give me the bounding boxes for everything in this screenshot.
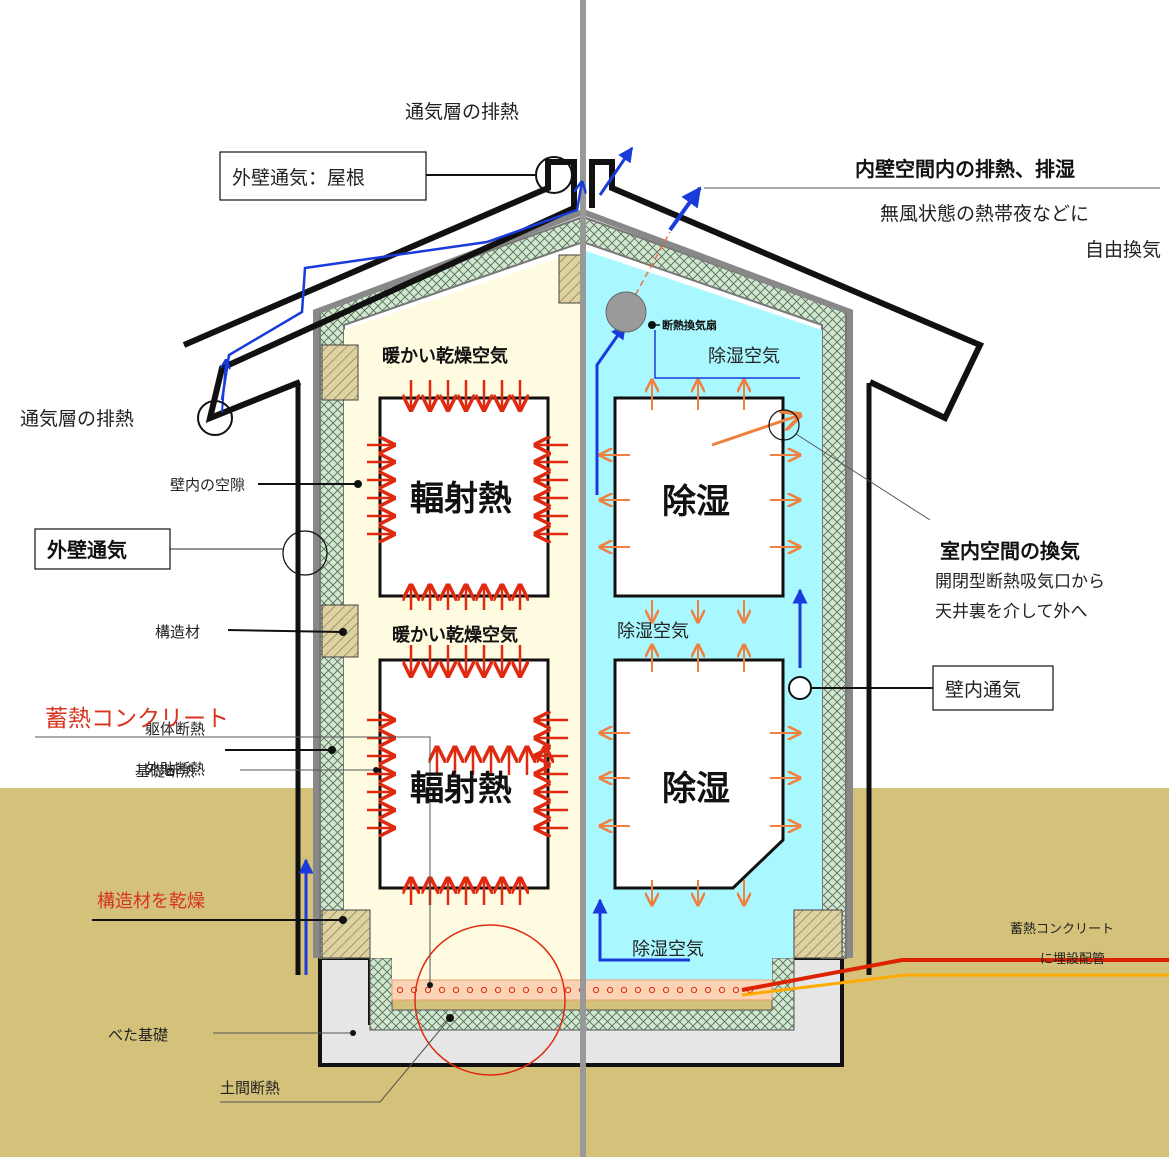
- label-vent-exhaust-left: 通気層の排熱: [20, 408, 134, 430]
- callout-wall-vent: [788, 676, 812, 700]
- dehum-arrows: [600, 380, 800, 905]
- label-heat-concrete: 蓄熱コンクリート: [45, 706, 229, 732]
- callout-eave: [197, 400, 233, 436]
- label-outer-vent: 外壁通気: [47, 538, 127, 562]
- roof-right: [589, 159, 985, 423]
- leader-earth-floor-insulation: [220, 1014, 454, 1103]
- heat-focus-circle: [414, 924, 566, 1076]
- label-dehum-air-3: 除湿空気: [632, 939, 704, 960]
- pipe-circle: [704, 986, 712, 994]
- label-pipe-note1: 蓄熱コンクリート: [1010, 922, 1114, 937]
- label-room-vent-sub2: 天井裏を介して外へ: [935, 601, 1088, 622]
- label-earth-floor-insulation: 土間断熱: [220, 1079, 280, 1097]
- label-dehum-2: 除湿: [662, 769, 730, 809]
- inner-exhaust-arrow: [668, 186, 702, 232]
- vent-flow-ridge: [598, 146, 634, 196]
- structure-member: [558, 254, 584, 304]
- label-dehum-1: 除湿: [662, 482, 730, 522]
- label-radiant-heat-1: 輻射熱: [410, 479, 512, 519]
- fan-return-flow: [654, 330, 800, 379]
- pipe-circle: [648, 986, 656, 994]
- pipe-red: [741, 958, 1169, 992]
- label-structure: 構造材: [155, 623, 200, 641]
- label-vent-exhaust-top: 通気層の排熱: [405, 101, 519, 123]
- callout-outer-vent: [282, 530, 328, 576]
- radiant-heat-arrows: [367, 380, 568, 905]
- pipe-circle: [536, 986, 544, 994]
- structure-member: [793, 909, 843, 959]
- cool-air-bottom: [592, 898, 690, 962]
- leader-dry-structure: [92, 916, 347, 924]
- room-warm-lower: [378, 658, 550, 890]
- label-foundation-insulation: 基礎断熱: [135, 762, 195, 780]
- pipe-circle: [690, 986, 698, 994]
- outer-vent-roof-box: [219, 151, 427, 201]
- pipe-circle: [424, 986, 432, 994]
- pipe-circle: [592, 986, 600, 994]
- label-warm-dry-air-1: 暖かい乾燥空気: [382, 345, 508, 367]
- label-inner-exhaust-sub2: 自由換気: [1085, 239, 1161, 261]
- pipe-circle: [466, 986, 474, 994]
- label-inner-exhaust-title: 内壁空間内の排熱、排湿: [855, 157, 1075, 181]
- slab-pipe-circles: [396, 986, 754, 994]
- label-insulated-fan: 断熱換気扇: [662, 318, 717, 332]
- callout-room-vent: [768, 409, 800, 441]
- pipe-circle: [452, 986, 460, 994]
- leader-body-insulation: [225, 746, 336, 754]
- label-warm-dry-air-2: 暖かい乾燥空気: [392, 624, 518, 646]
- label-dehum-air-2: 除湿空気: [617, 621, 689, 642]
- pipe-circle: [494, 986, 502, 994]
- label-dry-structure: 構造材を乾燥: [97, 891, 205, 912]
- fan-intake-flow: [595, 323, 627, 495]
- room-dehum-lower: [613, 658, 785, 890]
- label-room-vent-sub1: 開閉型断熱吸気口から: [935, 572, 1105, 592]
- leader-room-vent: [795, 433, 931, 521]
- pipe-circle: [564, 986, 572, 994]
- label-dehum-air-1: 除湿空気: [708, 346, 780, 367]
- label-outer-vent-roof: 外壁通気：屋根: [232, 167, 365, 189]
- pipe-circle: [620, 986, 628, 994]
- label-pipe-note2: に埋設配管: [1040, 951, 1105, 967]
- leader-slab-foundation: [213, 1030, 356, 1036]
- room-vent-orange-arrow: [711, 415, 800, 447]
- structure-member: [321, 909, 371, 959]
- structure-member: [321, 344, 359, 401]
- pipe-yellow: [741, 973, 1169, 997]
- pipe-circle: [438, 986, 446, 994]
- leader-heat-concrete: [35, 736, 433, 988]
- fan-icon: [605, 291, 647, 333]
- leader-wall-gap: [258, 480, 362, 488]
- pipe-circle: [606, 986, 614, 994]
- pipe-circle: [676, 986, 684, 994]
- pipe-circle: [508, 986, 516, 994]
- room-warm-upper: [378, 396, 550, 598]
- pipe-circle: [662, 986, 670, 994]
- vent-flow-roof: [220, 182, 582, 401]
- pipe-circle: [634, 986, 642, 994]
- label-wall-gap: 壁内の空隙: [170, 476, 245, 494]
- label-inner-exhaust-sub1: 無風状態の熱帯夜などに: [880, 203, 1089, 225]
- wall-vent-box: [932, 665, 1054, 711]
- pipe-circle: [480, 986, 488, 994]
- label-body-insulation: 躯体断熱: [145, 720, 205, 738]
- pipe-circle: [522, 986, 530, 994]
- pipe-circle: [410, 986, 418, 994]
- label-wall-vent: 壁内通気: [945, 679, 1021, 701]
- outer-vent-box: [34, 528, 171, 570]
- pipe-circle: [396, 986, 404, 994]
- label-radiant-heat-2: 輻射熱: [410, 769, 512, 809]
- label-outer-insulation: 外貼断熱: [145, 760, 205, 778]
- leader-structure: [227, 628, 347, 636]
- pipe-circle: [732, 986, 740, 994]
- leader-foundation-insulation: [240, 767, 379, 773]
- label-room-vent-title: 室内空間の換気: [940, 539, 1080, 563]
- label-slab-foundation: べた基礎: [108, 1026, 168, 1044]
- pipe-circle: [550, 986, 558, 994]
- pipe-circle: [718, 986, 726, 994]
